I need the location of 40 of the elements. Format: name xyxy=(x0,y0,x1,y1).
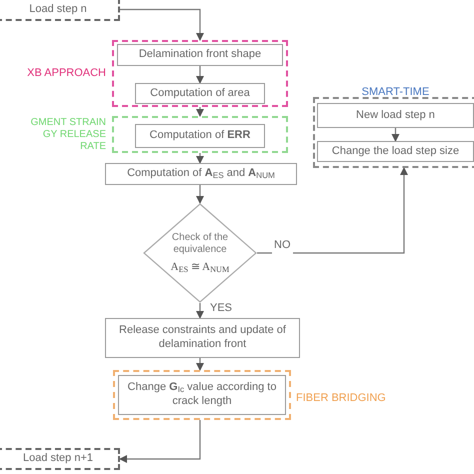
group-frame xyxy=(112,116,288,153)
node-text: Load step n+1 xyxy=(22,452,94,466)
process-box xyxy=(317,141,474,162)
arrow xyxy=(257,167,408,254)
arrow xyxy=(120,8,204,41)
group-heading: FIBER BRIDGING xyxy=(296,391,387,406)
decision-diamond xyxy=(143,203,257,303)
node-text: Change G$_{Ic}$ value according to crack length xyxy=(126,381,278,409)
arrow xyxy=(196,107,204,117)
arrow xyxy=(392,128,400,142)
arrow xyxy=(196,358,204,371)
node-text: Computation of ERR xyxy=(150,129,250,143)
node-text: Load step n xyxy=(29,2,87,16)
group-heading: GMENT STRAIN GY RELEASE RATE xyxy=(30,117,106,153)
process-box xyxy=(0,0,120,21)
process-box xyxy=(135,83,265,104)
node-text: Delamination front shape xyxy=(138,48,262,62)
process-box xyxy=(105,163,297,185)
process-box xyxy=(117,44,283,66)
process-box xyxy=(105,318,300,358)
group-frame xyxy=(112,40,288,107)
node-text: Change the load step size xyxy=(332,144,460,158)
arrow xyxy=(196,153,204,164)
arrow xyxy=(196,185,204,204)
group-heading: XB APPROACH xyxy=(26,66,106,81)
arrow xyxy=(196,66,204,84)
process-box xyxy=(317,103,474,128)
node-text: Computation of A$_{ES}$ and A$_{NUM}$ xyxy=(127,167,275,181)
process-box xyxy=(135,124,265,148)
arrow xyxy=(196,303,204,319)
node-text: Computation of area xyxy=(150,86,250,100)
group-frame xyxy=(313,97,474,168)
node-text: A$_{ES}$ ≅ A$_{NUM}$ xyxy=(170,260,230,274)
node-text: Check of the equivalence xyxy=(170,232,230,257)
arrow xyxy=(119,420,201,463)
node-text: New load step n xyxy=(356,108,435,122)
node-text: Release constraints and update of delamination front xyxy=(118,324,287,352)
edge-label: NO xyxy=(272,237,292,254)
process-box xyxy=(0,448,120,470)
group-heading: SMART-TIME xyxy=(360,85,430,100)
